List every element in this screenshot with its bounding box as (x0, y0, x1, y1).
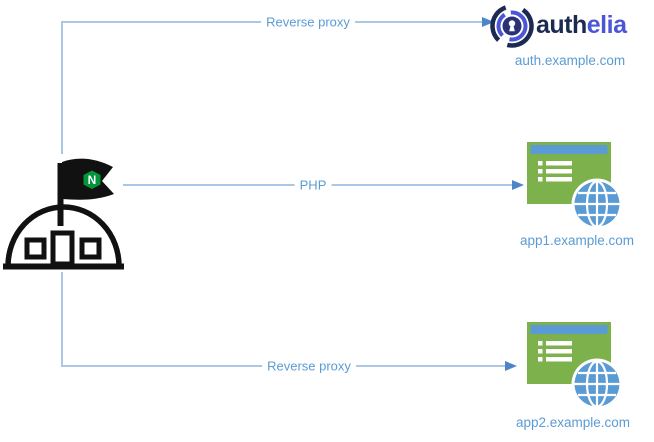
connection-label-php: PHP (294, 177, 332, 193)
connection-label-reverse-proxy-top: Reverse proxy (261, 14, 355, 30)
authelia-outer-ring (490, 4, 534, 48)
nginx-letter: N (88, 173, 97, 187)
arrowhead-to-authelia (482, 17, 494, 27)
authelia-wordmark-elia: elia (586, 11, 627, 39)
connection-label-reverse-proxy-bottom: Reverse proxy (262, 358, 356, 374)
authelia-wordmark-auth: auth (536, 11, 587, 39)
app-titlebar (530, 325, 608, 334)
list-icon (538, 161, 572, 182)
arrowhead-to-app2 (505, 361, 517, 371)
window-left (24, 237, 47, 260)
connector-nginx-app2-vertical (61, 272, 63, 367)
app2-domain-label: app2.example.com (515, 415, 631, 430)
door (50, 230, 75, 267)
authelia-lock-icon (490, 4, 534, 48)
globe-icon (571, 358, 623, 410)
list-icon (538, 341, 572, 362)
app-titlebar (530, 145, 608, 154)
globe-icon (571, 178, 623, 230)
nginx-hexagon-icon (83, 170, 101, 189)
authelia-wordmark: authelia (536, 11, 627, 40)
arrowhead-to-app1 (512, 180, 524, 190)
auth-domain-label: auth.example.com (514, 53, 626, 68)
keyhole-icon (508, 20, 516, 27)
window-right (79, 237, 102, 260)
web-app-icon-app2 (527, 322, 623, 410)
app1-domain-label: app1.example.com (519, 233, 635, 248)
connector-nginx-authelia-vertical (61, 22, 63, 154)
web-app-icon-app1 (527, 142, 623, 230)
nginx-server-icon: N (3, 158, 124, 270)
dome-outline (5, 204, 122, 267)
keyhole-stem (509, 25, 515, 32)
